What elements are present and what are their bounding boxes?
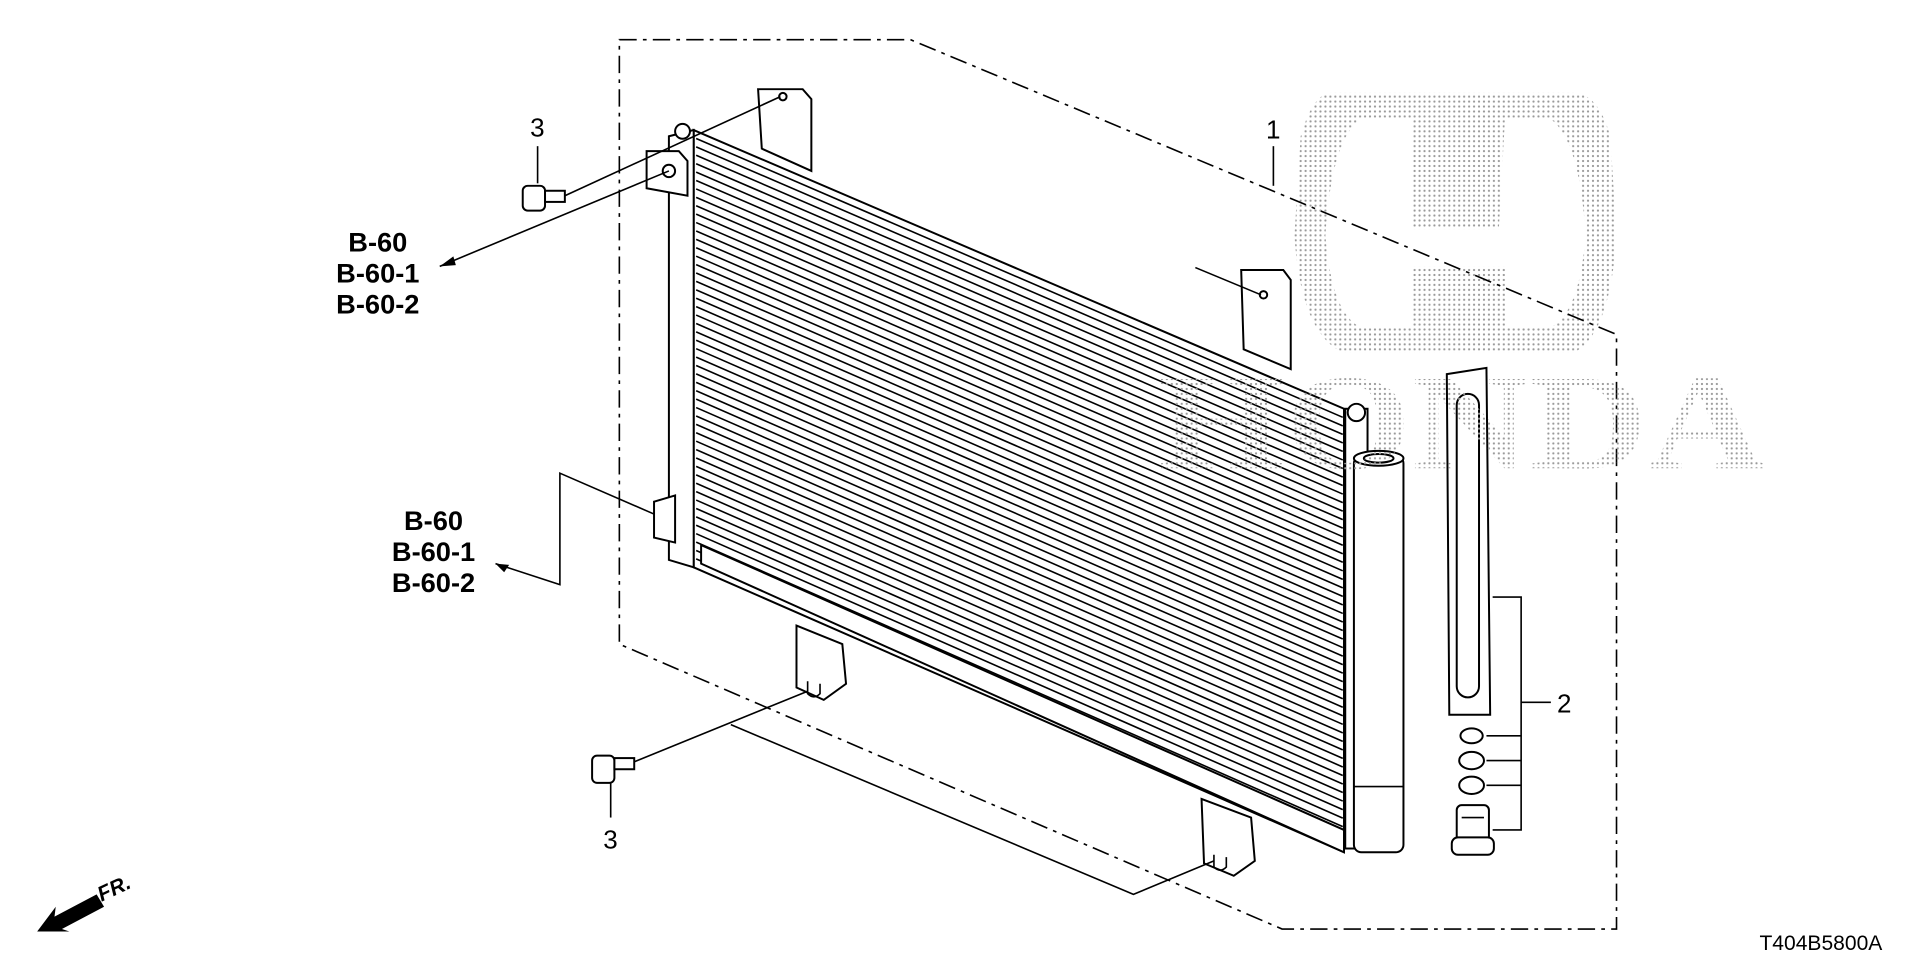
- callout-line-2: [1486, 596, 1551, 831]
- reference-lower: B-60 B-60-1 B-60-2: [392, 505, 475, 598]
- condenser-fin: [695, 146, 1344, 427]
- bolt-lower: [591, 754, 636, 784]
- condenser-fin: [695, 188, 1344, 470]
- condenser-fin: [695, 339, 1344, 623]
- condenser-fin: [695, 280, 1344, 564]
- condenser-fin: [695, 137, 1344, 419]
- condenser-fin: [695, 263, 1344, 546]
- condenser-fin: [695, 205, 1344, 487]
- upper-bracket-right: [1240, 269, 1292, 371]
- ref-link[interactable]: B-60-2: [336, 288, 419, 319]
- ref-link[interactable]: B-60: [404, 505, 463, 536]
- front-label: FR.: [94, 871, 134, 906]
- callout-condenser: 1: [1266, 115, 1280, 145]
- bolt-upper: [521, 184, 566, 212]
- condenser-fin: [695, 457, 1344, 743]
- condenser-fin: [695, 247, 1344, 529]
- condenser-fin: [695, 171, 1344, 453]
- condenser-fin: [695, 490, 1344, 777]
- condenser-fin: [695, 482, 1344, 768]
- condenser-fin: [695, 440, 1344, 726]
- condenser-fin: [695, 356, 1344, 640]
- condenser-fin: [695, 474, 1344, 760]
- condenser-fin: [695, 289, 1344, 572]
- condenser-fin: [695, 406, 1344, 691]
- condenser-fin: [695, 390, 1344, 674]
- receiver-drier-tube: [1344, 402, 1405, 854]
- callout-bolt-upper: 3: [530, 112, 544, 142]
- condenser-fin: [695, 499, 1344, 785]
- condenser-fin: [695, 381, 1344, 666]
- condenser-fin: [695, 331, 1344, 615]
- condenser-fin: [695, 322, 1344, 606]
- leader-lines: [439, 95, 1275, 896]
- ref-link[interactable]: B-60-1: [392, 536, 475, 567]
- condenser-fin: [695, 448, 1344, 734]
- callout-receiver-kit: 2: [1557, 688, 1571, 718]
- condenser-fin: [695, 398, 1344, 683]
- callout-bolt-lower: 3: [603, 825, 617, 855]
- condenser-fin: [695, 255, 1344, 538]
- lower-bracket-right: [1200, 797, 1256, 877]
- condenser-core: [645, 122, 1345, 854]
- honda-logo-watermark: [1294, 92, 1617, 354]
- condenser-fin: [695, 238, 1344, 521]
- lower-bracket-left: [795, 624, 848, 702]
- condenser-fin: [695, 162, 1344, 444]
- condenser-fin: [695, 305, 1344, 589]
- ref-link[interactable]: B-60: [348, 226, 407, 257]
- desiccant-pack: [1445, 366, 1492, 716]
- condenser-fin: [695, 213, 1344, 495]
- condenser-fin: [695, 507, 1344, 794]
- condenser-fin: [695, 154, 1344, 436]
- ref-link[interactable]: B-60-2: [392, 567, 475, 598]
- front-arrow-icon: [37, 894, 105, 932]
- condenser-fin: [695, 423, 1344, 708]
- diagram-code: T404B5800A: [1759, 932, 1882, 955]
- reference-upper: B-60 B-60-1 B-60-2: [336, 226, 419, 319]
- front-direction-indicator: FR.: [37, 871, 134, 932]
- assembly-boundary: [618, 38, 1618, 930]
- condenser-fin: [695, 516, 1344, 802]
- condenser-fin: [695, 196, 1344, 478]
- condenser-fin: [695, 314, 1344, 598]
- condenser-fin: [695, 364, 1344, 649]
- condenser-fin: [695, 524, 1344, 811]
- ref-link[interactable]: B-60-1: [336, 257, 419, 288]
- condenser-fin: [695, 272, 1344, 555]
- upper-bracket-left: [757, 88, 813, 173]
- condenser-fin: [695, 373, 1344, 657]
- condenser-fin: [695, 432, 1344, 717]
- receiver-plug: [1450, 804, 1495, 856]
- condenser-fin: [695, 221, 1344, 504]
- condenser-fin: [695, 532, 1344, 819]
- condenser-fin: [695, 415, 1344, 700]
- condenser-fin: [695, 465, 1344, 751]
- condenser-fin: [695, 347, 1344, 632]
- o-rings: [1458, 727, 1485, 796]
- condenser-fin: [695, 230, 1344, 512]
- condenser-fin: [695, 179, 1344, 461]
- condenser-fin: [695, 297, 1344, 581]
